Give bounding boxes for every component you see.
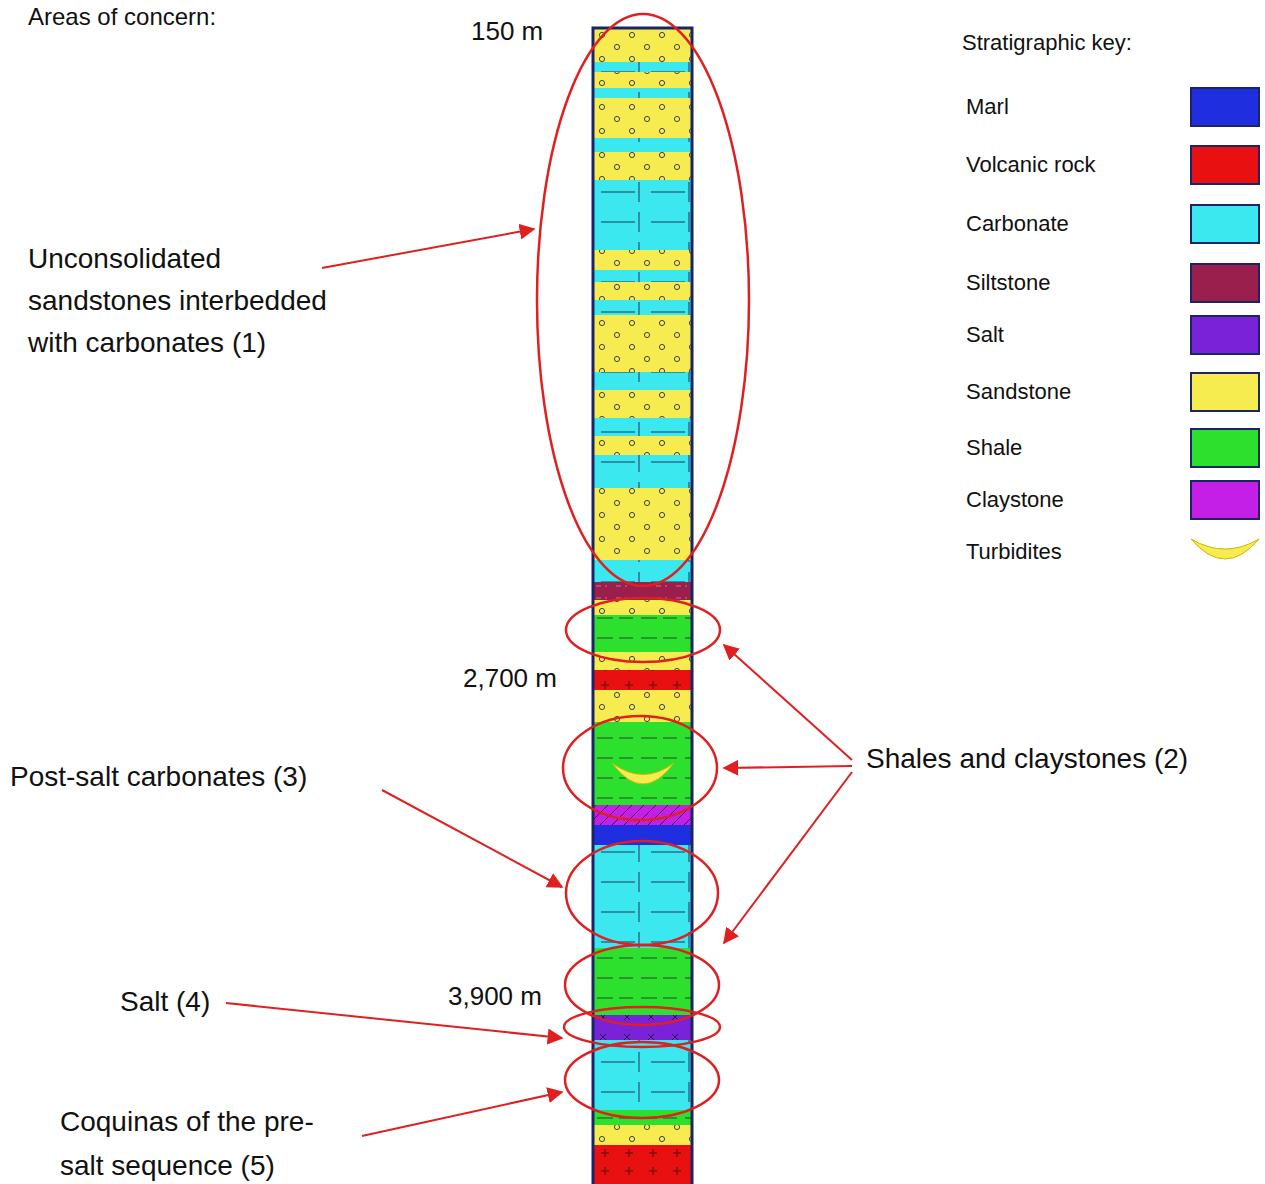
- legend-swatch: [1190, 315, 1260, 355]
- rock-layer: [593, 28, 692, 62]
- legend-swatch: [1190, 480, 1260, 520]
- depth-label: 2,700 m: [463, 663, 557, 694]
- leader-line: [724, 766, 852, 768]
- rock-layer: [593, 418, 692, 436]
- legend-swatch: [1190, 428, 1260, 468]
- leader-line: [226, 229, 852, 1136]
- rock-layer: [593, 436, 692, 455]
- rock-layer: [593, 1125, 692, 1145]
- legend-swatch: [1190, 263, 1260, 303]
- depth-label: 3,900 m: [448, 981, 542, 1012]
- legend-swatch: [1190, 145, 1260, 185]
- rock-layer: [593, 72, 692, 88]
- callout-label: Post-salt carbonates (3): [10, 760, 307, 794]
- legend-symbol: [1189, 535, 1261, 569]
- concern-ellipse: [537, 14, 749, 586]
- leader-line: [362, 1092, 562, 1136]
- rock-layer: [593, 138, 692, 152]
- leader-line: [724, 645, 852, 760]
- legend-text: Marl: [966, 94, 1009, 120]
- legend-text: Carbonate: [966, 211, 1069, 237]
- rock-layer: [593, 1040, 692, 1110]
- diagram-title: Areas of concern:: [28, 2, 216, 31]
- rock-layer: [593, 948, 692, 1015]
- leader-line: [724, 772, 852, 943]
- callout-label: Shales and claystones (2): [866, 742, 1188, 776]
- concern-ellipse: [566, 841, 718, 945]
- rock-layer: [593, 670, 692, 690]
- concern-ellipse: [563, 716, 717, 820]
- rock-layer: [593, 372, 692, 390]
- rock-layer: [593, 615, 692, 652]
- legend-heading: Stratigraphic key:: [962, 30, 1132, 56]
- rock-layer: [593, 62, 692, 72]
- legend-text: Turbidites: [966, 539, 1062, 565]
- leader-line: [322, 229, 534, 268]
- rock-layer: [593, 28, 692, 1184]
- rock-layer: [593, 1015, 692, 1040]
- rock-layer: [593, 152, 692, 180]
- legend-swatch: [1190, 372, 1260, 412]
- rock-layer: [593, 300, 692, 315]
- turbidite-symbol: [612, 763, 674, 784]
- legend-text: Volcanic rock: [966, 152, 1096, 178]
- rock-layer: [593, 282, 692, 300]
- turbidite-symbol: [612, 763, 674, 784]
- rock-layer: [593, 250, 692, 270]
- legend-text: Claystone: [966, 487, 1064, 513]
- rock-layer: [593, 180, 692, 250]
- rock-layer: [593, 390, 692, 418]
- concern-ellipse: [537, 14, 749, 1118]
- column-border: [593, 28, 692, 1184]
- concern-ellipse: [565, 1042, 719, 1118]
- rock-layer: [593, 315, 692, 372]
- legend-text: Shale: [966, 435, 1022, 461]
- callout-label: Salt (4): [120, 985, 210, 1019]
- callout-label: Coquinas of the pre-salt sequence (5): [60, 1100, 332, 1184]
- column-border: [593, 28, 692, 1184]
- rock-layer: [593, 270, 692, 282]
- legend-text: Salt: [966, 322, 1004, 348]
- rock-layer: [593, 455, 692, 488]
- turbidite-symbol: [1191, 539, 1259, 559]
- rock-layer: [593, 845, 692, 948]
- legend-swatch: [1190, 87, 1260, 127]
- legend-text: Sandstone: [966, 379, 1071, 405]
- legend-swatch: [1190, 204, 1260, 244]
- rock-layer: [593, 98, 692, 138]
- rock-layer: [593, 722, 692, 805]
- depth-label: 150 m: [471, 16, 543, 47]
- concern-ellipse: [566, 598, 720, 662]
- rock-layer: [593, 1145, 692, 1184]
- rock-layer: [593, 488, 692, 560]
- leader-line: [382, 790, 562, 887]
- legend-text: Siltstone: [966, 270, 1050, 296]
- callout-label: Unconsolidated sandstones interbedded wi…: [28, 238, 353, 364]
- rock-layer: [593, 88, 692, 98]
